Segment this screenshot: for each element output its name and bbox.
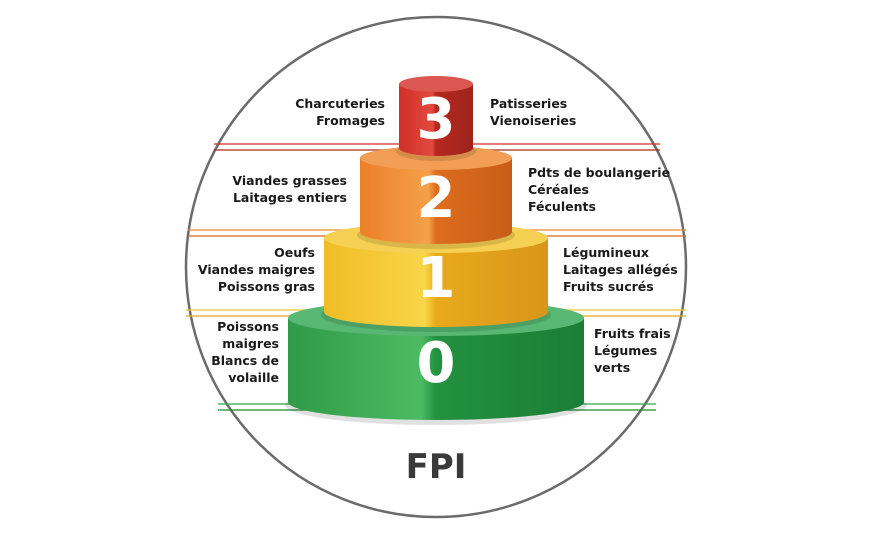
tier-1-body <box>324 238 548 327</box>
tier-0-left-item: Blancs de <box>211 353 279 368</box>
fpi-title: FPI <box>406 447 467 487</box>
tier-0-number: 0 <box>417 331 456 396</box>
tier-0-right-item: Légumes <box>594 343 658 358</box>
tier-0-right-item: verts <box>594 360 631 375</box>
tier-3: 3 <box>396 76 476 161</box>
tier-2: 2 <box>357 146 515 249</box>
tier-2-right-item: Féculents <box>528 199 596 214</box>
tier-2-left-item: Viandes grasses <box>232 173 347 188</box>
tier-3-right-item: Vienoiseries <box>490 113 577 128</box>
tier-2-number: 2 <box>417 166 456 231</box>
tier-3-left-item: Fromages <box>316 113 385 128</box>
tier-0-body <box>288 318 584 420</box>
tier-1-right-item: Fruits sucrés <box>563 279 654 294</box>
tier-1-right-item: Légumineux <box>563 245 649 260</box>
tier-2-body <box>360 158 512 244</box>
tier-1-left-item: Poissons gras <box>217 279 315 294</box>
tier-3-left-item: Charcuteries <box>295 96 385 111</box>
tier-1-number: 1 <box>417 246 456 311</box>
tier-3-top-highlight <box>399 76 473 92</box>
tier-0-left-item: Poissons <box>217 319 279 334</box>
tier-3-right-item: Patisseries <box>490 96 568 111</box>
tier-2-right-item: Céréales <box>528 182 589 197</box>
tier-2-left-item: Laitages entiers <box>232 190 347 205</box>
tier-2-right-item: Pdts de boulangerie <box>528 165 671 180</box>
tier-0-left-item: volaille <box>228 370 279 385</box>
tier-0-right-item: Fruits frais <box>594 326 671 341</box>
tier-0-left-item: maigres <box>222 336 279 351</box>
tier-3-body <box>399 84 473 156</box>
tier-1-left-item: Oeufs <box>274 245 315 260</box>
tier-2-top-highlight <box>360 146 512 170</box>
tier-1-left-item: Viandes maigres <box>197 262 315 277</box>
tier-3-number: 3 <box>417 87 456 152</box>
tier-1-right-item: Laitages allégés <box>563 262 678 277</box>
tier-3-top <box>399 76 473 92</box>
tier-2-top <box>360 146 512 170</box>
